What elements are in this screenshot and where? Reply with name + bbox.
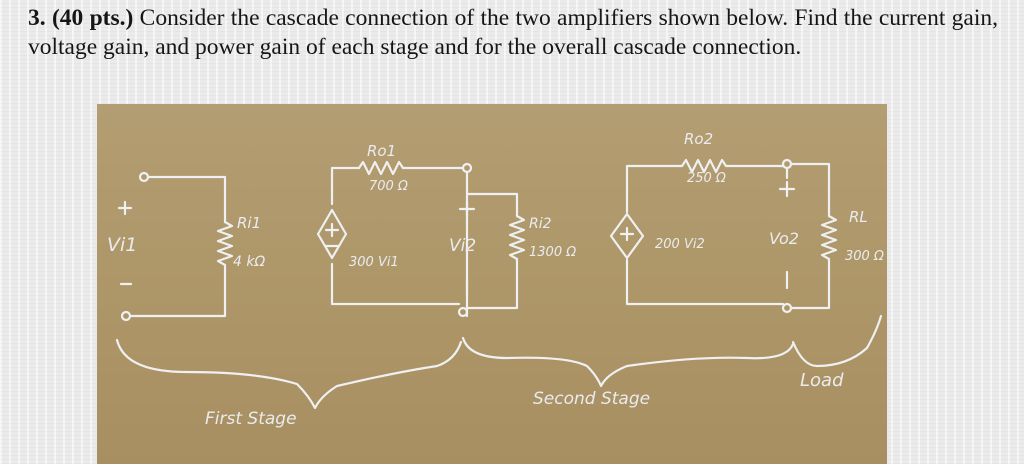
load-label: Load [800,370,844,391]
rl-value: 300 Ω [845,249,884,264]
cascade-amplifier-circuit: Vi1 Ri1 4 kΩ Ro1 700 Ω 300 Vi1 Vi2 Ri2 1… [107,130,884,429]
ri2-wire-top [465,192,519,218]
ri2-value: 1300 Ω [529,245,576,260]
ro1-resistor [357,160,405,176]
ri1-name: Ri1 [237,214,261,232]
first-stage-label: First Stage [205,409,297,429]
source2-plus [619,226,635,242]
vi2-label: Vi2 [449,236,476,256]
rl-resistor [820,214,838,274]
vo2-plus-sign [778,180,796,198]
ri2-name: Ri2 [529,216,552,232]
vi1-label: Vi1 [107,234,137,256]
input-wire-bottom [128,275,227,318]
dependent-source-1 [316,208,348,260]
problem-statement: 3. (40 pts.) Consider the cascade connec… [28,4,998,62]
stage1-wire-bottom [330,262,461,306]
ro1-value: 700 Ω [369,179,408,194]
ro2-resistor [680,158,728,174]
rl-wire-bottom [789,270,831,310]
second-stage-brace [461,336,795,388]
ro2-name: Ro2 [684,130,713,148]
vo2-label: Vo2 [769,229,799,248]
vi2-plus-sign [458,200,476,218]
first-stage-brace [115,338,463,410]
rl-wire-top [789,162,831,218]
vi1-plus-sign [117,200,133,216]
circuit-photo: Vi1 Ri1 4 kΩ Ro1 700 Ω 300 Vi1 Vi2 Ri2 1… [97,104,887,464]
problem-text: Consider the cascade connection of the t… [28,5,999,60]
vo2-terminal-bottom [781,302,793,314]
stage1-wire-top-left [330,166,361,206]
ri1-value: 4 kΩ [233,254,265,270]
source1-plus [324,222,340,238]
stage2-wire-top-left [625,164,684,214]
second-stage-label: Second Stage [533,389,650,409]
stage2-wire-bottom [625,258,785,306]
load-brace [791,314,883,368]
source2-gain: 200 Vi2 [655,237,705,252]
source1-gain: 300 Vi1 [349,255,399,270]
problem-number: 3. [28,5,46,31]
problem-points: (40 pts.) [51,5,134,31]
ri2-resistor [508,214,526,290]
input-terminal-top [138,171,150,183]
rl-name: RL [849,208,868,226]
ro1-name: Ro1 [367,142,396,160]
dependent-source-2 [609,212,645,260]
ri2-wire-bottom [465,286,519,310]
vi2-terminal-top [461,162,473,174]
vo2-terminal-top [781,158,793,170]
input-wire-top [146,175,227,224]
input-terminal-bottom [120,310,132,322]
vi2-terminal-bottom [457,306,469,318]
ri1-resistor [216,220,234,279]
ro2-value: 250 Ω [687,171,726,186]
